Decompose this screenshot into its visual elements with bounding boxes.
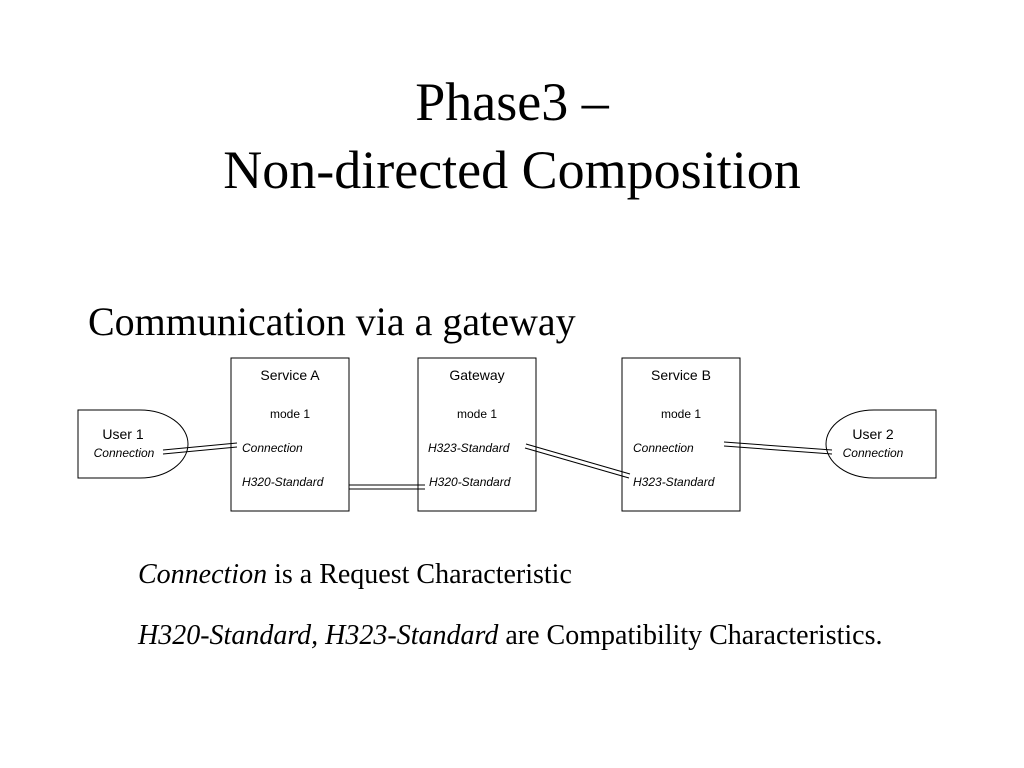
slide-title: Phase3 – Non-directed Composition (0, 68, 1024, 204)
slide-subtitle: Communication via a gateway (88, 299, 576, 344)
gateway-mode: mode 1 (457, 407, 497, 421)
service-a-characteristic-2: H320-Standard (242, 475, 324, 489)
user-2-node (825, 409, 937, 479)
user-2-name: User 2 (852, 426, 893, 442)
service-b-box (621, 357, 741, 512)
service-a-name: Service A (260, 367, 320, 383)
title-line-1: Phase3 – (415, 72, 609, 132)
service-a-characteristic-1: Connection (242, 441, 303, 455)
connector-serviceb-user2 (723, 441, 833, 455)
service-a-box (230, 357, 350, 512)
note-compatibility-characteristics: H320-Standard, H323-Standard are Compati… (138, 617, 898, 655)
connector-gateway-serviceb (524, 443, 631, 479)
note-1-text: is a Request Characteristic (267, 559, 572, 590)
gateway-characteristic-2: H320-Standard (429, 475, 511, 489)
gateway-name: Gateway (449, 367, 504, 383)
user-1-characteristic: Connection (94, 446, 155, 460)
note-2-terms: H320-Standard, H323-Standard (138, 620, 499, 651)
connector-user1-servicea (162, 442, 238, 455)
gateway-characteristic-1: H323-Standard (428, 441, 510, 455)
title-line-2: Non-directed Composition (223, 140, 801, 200)
gateway-box (417, 357, 537, 512)
service-b-mode: mode 1 (661, 407, 701, 421)
service-b-characteristic-2: H323-Standard (633, 475, 715, 489)
service-b-characteristic-1: Connection (633, 441, 694, 455)
note-1-term: Connection (138, 559, 268, 590)
connector-servicea-gateway (349, 484, 425, 490)
user-2-characteristic: Connection (843, 446, 904, 460)
service-b-name: Service B (651, 367, 711, 383)
user-1-node (77, 409, 189, 479)
note-request-characteristic: Connection is a Request Characteristic (138, 556, 572, 594)
service-a-mode: mode 1 (270, 407, 310, 421)
note-2-text: are Compatibility Characteristics. (498, 620, 883, 651)
user-1-name: User 1 (102, 426, 143, 442)
